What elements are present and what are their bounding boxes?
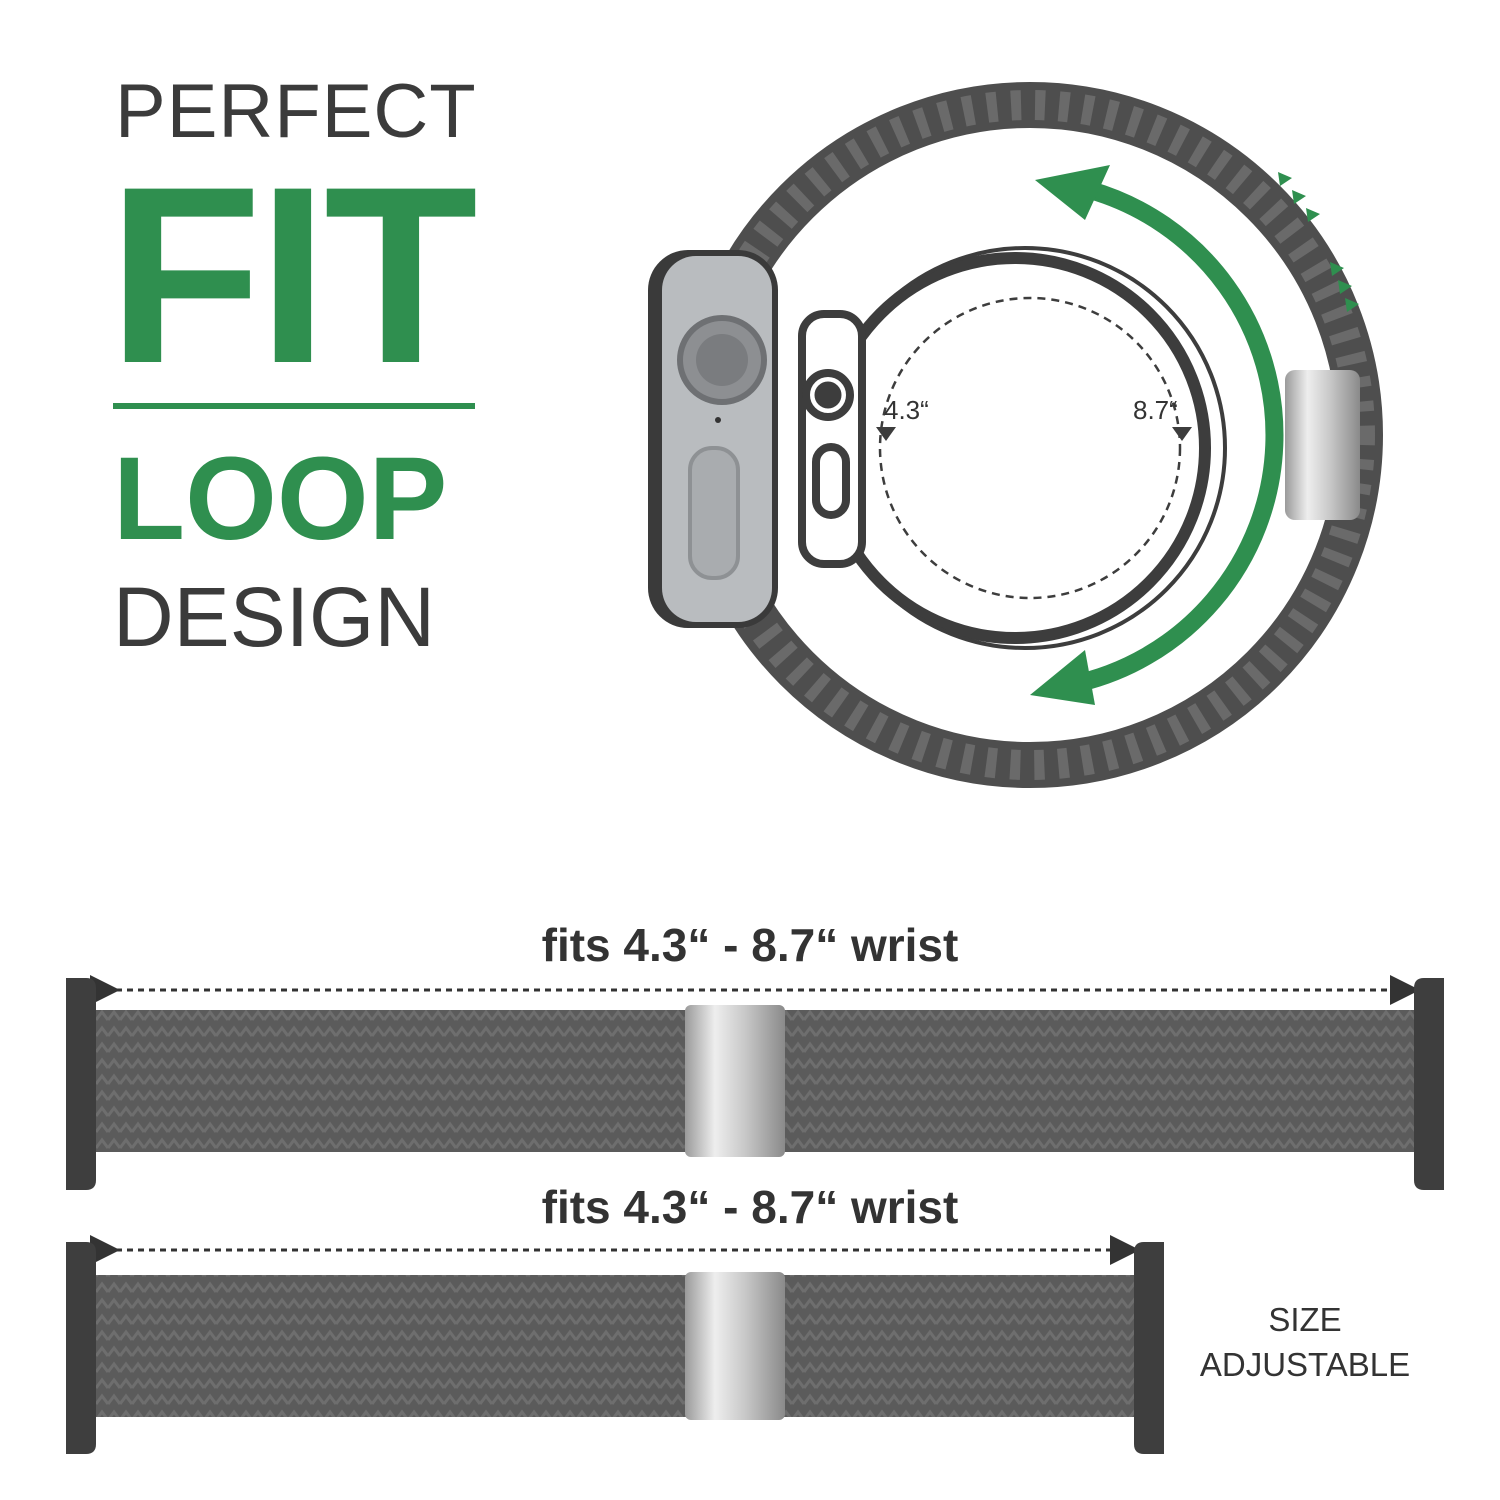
headline-perfect: PERFECT <box>115 69 477 154</box>
band-connector <box>66 1242 96 1454</box>
buckle <box>685 1005 785 1157</box>
band-long <box>66 975 1444 1190</box>
headline-fit: FIT <box>108 135 478 416</box>
wrist-size-diagram <box>798 246 1227 650</box>
min-size-label: 4.3“ <box>884 395 929 425</box>
adjust-arrow-icon <box>1030 165 1284 705</box>
watch-side-view <box>648 250 778 628</box>
divider <box>113 403 475 409</box>
buckle <box>685 1272 785 1420</box>
band-short <box>66 1235 1164 1454</box>
headline-loop: LOOP <box>113 433 448 565</box>
tighten-arrows-icon <box>1278 172 1359 312</box>
band-connector <box>1134 1242 1164 1454</box>
band-connector <box>1414 978 1444 1190</box>
headline-design: DESIGN <box>113 570 436 664</box>
side-button-icon <box>688 446 740 580</box>
band-connector <box>66 978 96 1190</box>
slider-buckle <box>1285 370 1360 520</box>
fit-label-long: fits 4.3“ - 8.7“ wrist <box>541 919 959 971</box>
fit-label-short: fits 4.3“ - 8.7“ wrist <box>541 1181 959 1233</box>
max-size-label: 8.7“ <box>1133 395 1178 425</box>
size-note-line2: ADJUSTABLE <box>1199 1346 1411 1383</box>
size-note-line1: SIZE <box>1268 1301 1342 1338</box>
